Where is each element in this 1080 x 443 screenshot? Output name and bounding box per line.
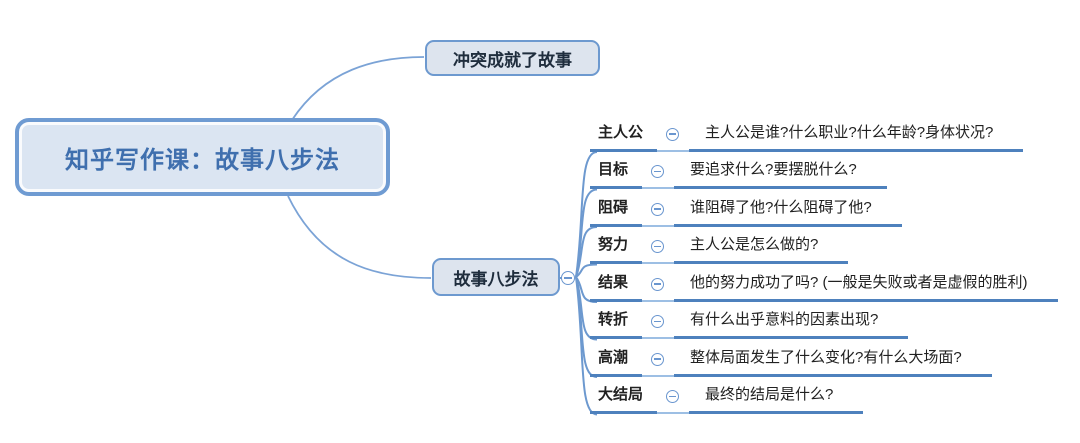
minus-collapse-icon[interactable] bbox=[651, 315, 665, 328]
step-row: 结果 他的努力成功了吗? (一般是失败或者是虚假的胜利) bbox=[590, 264, 1076, 302]
minus-collapse-icon[interactable] bbox=[666, 390, 680, 403]
step-connector bbox=[642, 300, 675, 339]
conflict-topic-label: 冲突成就了故事 bbox=[453, 50, 572, 70]
step-question[interactable]: 有什么出乎意料的因素出现? bbox=[674, 308, 909, 339]
step-row: 阻碍 谁阻碍了他?什么阻碍了他? bbox=[590, 189, 1076, 227]
step-connector bbox=[657, 112, 690, 152]
steps-children: 主人公 主人公是谁?什么职业?什么年龄?身体状况? 目标 要追求什么?要摆脱什么… bbox=[590, 114, 1076, 414]
root-topic-label: 知乎写作课：故事八步法 bbox=[65, 146, 340, 174]
step-row: 转折 有什么出乎意料的因素出现? bbox=[590, 300, 1076, 339]
steps-topic-label: 故事八步法 bbox=[453, 269, 539, 289]
step-connector bbox=[642, 187, 675, 227]
minus-collapse-icon[interactable] bbox=[651, 352, 665, 366]
branch-topic-conflict[interactable]: 冲突成就了故事 bbox=[425, 40, 600, 76]
step-label[interactable]: 高潮 bbox=[590, 346, 643, 377]
step-question[interactable]: 最终的结局是什么? bbox=[689, 383, 864, 414]
step-connector bbox=[642, 150, 675, 189]
step-label[interactable]: 转折 bbox=[590, 308, 643, 339]
minus-collapse-icon[interactable] bbox=[651, 240, 665, 253]
branch-topic-steps[interactable]: 故事八步法 bbox=[432, 258, 560, 296]
step-question[interactable]: 要追求什么?要摆脱什么? bbox=[674, 158, 887, 189]
step-label[interactable]: 阻碍 bbox=[590, 196, 643, 227]
root-topic[interactable]: 知乎写作课：故事八步法 bbox=[15, 118, 390, 196]
step-connector bbox=[642, 262, 675, 302]
step-question[interactable]: 他的努力成功了吗? (一般是失败或者是虚假的胜利) bbox=[674, 271, 1058, 302]
step-row: 主人公 主人公是谁?什么职业?什么年龄?身体状况? bbox=[590, 114, 1076, 152]
minus-collapse-icon[interactable] bbox=[651, 202, 665, 216]
step-label[interactable]: 主人公 bbox=[590, 121, 658, 152]
step-row: 大结局 最终的结局是什么? bbox=[590, 375, 1076, 414]
step-question[interactable]: 主人公是怎么做的? bbox=[674, 233, 849, 264]
minus-collapse-icon[interactable] bbox=[666, 127, 680, 141]
step-question[interactable]: 谁阻碍了他?什么阻碍了他? bbox=[674, 196, 902, 227]
step-question[interactable]: 整体局面发生了什么变化?有什么大场面? bbox=[674, 346, 992, 377]
step-row: 目标 要追求什么?要摆脱什么? bbox=[590, 150, 1076, 189]
step-question[interactable]: 主人公是谁?什么职业?什么年龄?身体状况? bbox=[689, 121, 1024, 152]
step-label[interactable]: 目标 bbox=[590, 158, 643, 189]
minus-collapse-icon[interactable] bbox=[651, 277, 665, 291]
step-connector bbox=[657, 375, 690, 414]
step-connector bbox=[642, 225, 675, 264]
minus-collapse-icon[interactable] bbox=[651, 165, 665, 178]
minus-collapse-icon[interactable] bbox=[561, 271, 575, 285]
step-row: 高潮 整体局面发生了什么变化?有什么大场面? bbox=[590, 339, 1076, 377]
step-label[interactable]: 努力 bbox=[590, 233, 643, 264]
step-label[interactable]: 结果 bbox=[590, 271, 643, 302]
step-connector bbox=[642, 337, 675, 377]
step-row: 努力 主人公是怎么做的? bbox=[590, 225, 1076, 264]
step-label[interactable]: 大结局 bbox=[590, 383, 658, 414]
